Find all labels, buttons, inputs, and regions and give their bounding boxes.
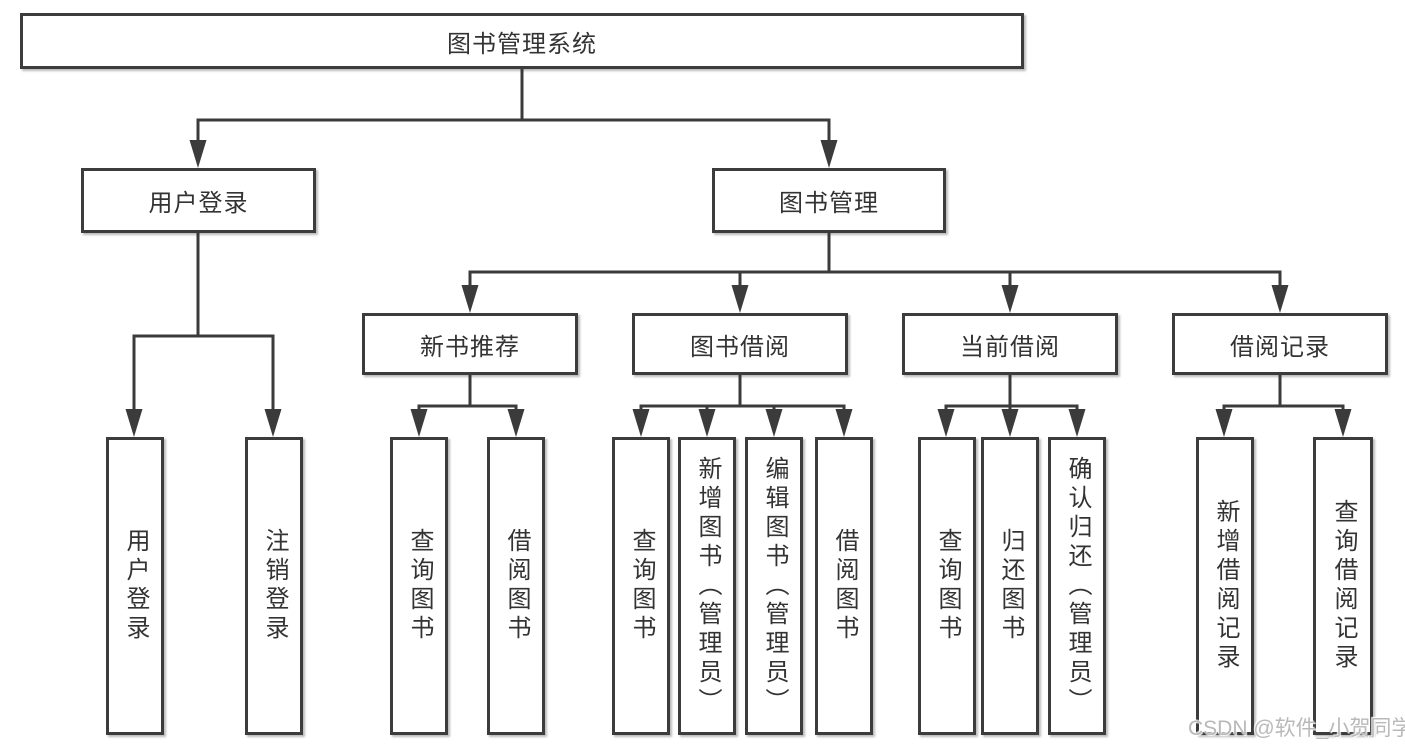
node-label: 图书借阅 bbox=[690, 333, 790, 361]
leaf-label: 注销登录 bbox=[261, 528, 288, 644]
node-label: 图书管理系统 bbox=[447, 30, 597, 58]
node-label: 当前借阅 bbox=[960, 333, 1060, 361]
node-label: 新书推荐 bbox=[420, 333, 520, 361]
leaf-query-books-2: 查询图书 bbox=[612, 437, 670, 735]
node-borrow-records: 借阅记录 bbox=[1172, 313, 1388, 375]
leaf-label: 归还图书 bbox=[997, 528, 1024, 644]
leaf-add-books-admin: 新增图书（管理员） bbox=[678, 437, 736, 735]
leaf-query-borrow-record: 查询借阅记录 bbox=[1313, 437, 1373, 735]
leaf-borrow-books-1: 借阅图书 bbox=[487, 437, 545, 735]
leaf-borrow-books-2: 借阅图书 bbox=[815, 437, 873, 735]
leaf-edit-books-admin: 编辑图书（管理员） bbox=[745, 437, 803, 735]
node-label: 图书管理 bbox=[779, 190, 879, 217]
node-book-management: 图书管理 bbox=[712, 168, 946, 233]
leaf-label: 新增图书（管理员） bbox=[694, 455, 721, 717]
node-label: 借阅记录 bbox=[1230, 333, 1330, 361]
leaf-query-books-3: 查询图书 bbox=[918, 437, 976, 735]
leaf-logout: 注销登录 bbox=[245, 437, 303, 735]
leaf-confirm-return-admin: 确认归还（管理员） bbox=[1048, 437, 1106, 735]
leaf-query-books-1: 查询图书 bbox=[390, 437, 448, 735]
leaf-label: 查询图书 bbox=[934, 528, 961, 644]
leaf-label: 查询图书 bbox=[628, 528, 655, 644]
leaf-return-books: 归还图书 bbox=[981, 437, 1039, 735]
leaf-user-login: 用户登录 bbox=[106, 437, 164, 735]
node-label: 用户登录 bbox=[148, 190, 249, 217]
leaf-label: 用户登录 bbox=[122, 528, 149, 644]
node-current-borrow: 当前借阅 bbox=[902, 313, 1118, 375]
leaf-label: 编辑图书（管理员） bbox=[761, 455, 788, 717]
leaf-label: 借阅图书 bbox=[831, 528, 858, 644]
node-user-login-branch: 用户登录 bbox=[81, 168, 316, 233]
node-book-borrow: 图书借阅 bbox=[632, 313, 848, 375]
leaf-label: 确认归还（管理员） bbox=[1064, 455, 1091, 717]
leaf-label: 借阅图书 bbox=[503, 528, 530, 644]
csdn-watermark: CSDN @软件_小贺同学 bbox=[1188, 717, 1405, 740]
leaf-label: 查询图书 bbox=[406, 528, 433, 644]
leaf-label: 查询借阅记录 bbox=[1330, 499, 1357, 673]
leaf-add-borrow-record: 新增借阅记录 bbox=[1196, 437, 1254, 735]
node-new-book-recommend: 新书推荐 bbox=[362, 313, 578, 375]
leaf-label: 新增借阅记录 bbox=[1212, 499, 1239, 673]
node-library-system: 图书管理系统 bbox=[20, 13, 1024, 69]
